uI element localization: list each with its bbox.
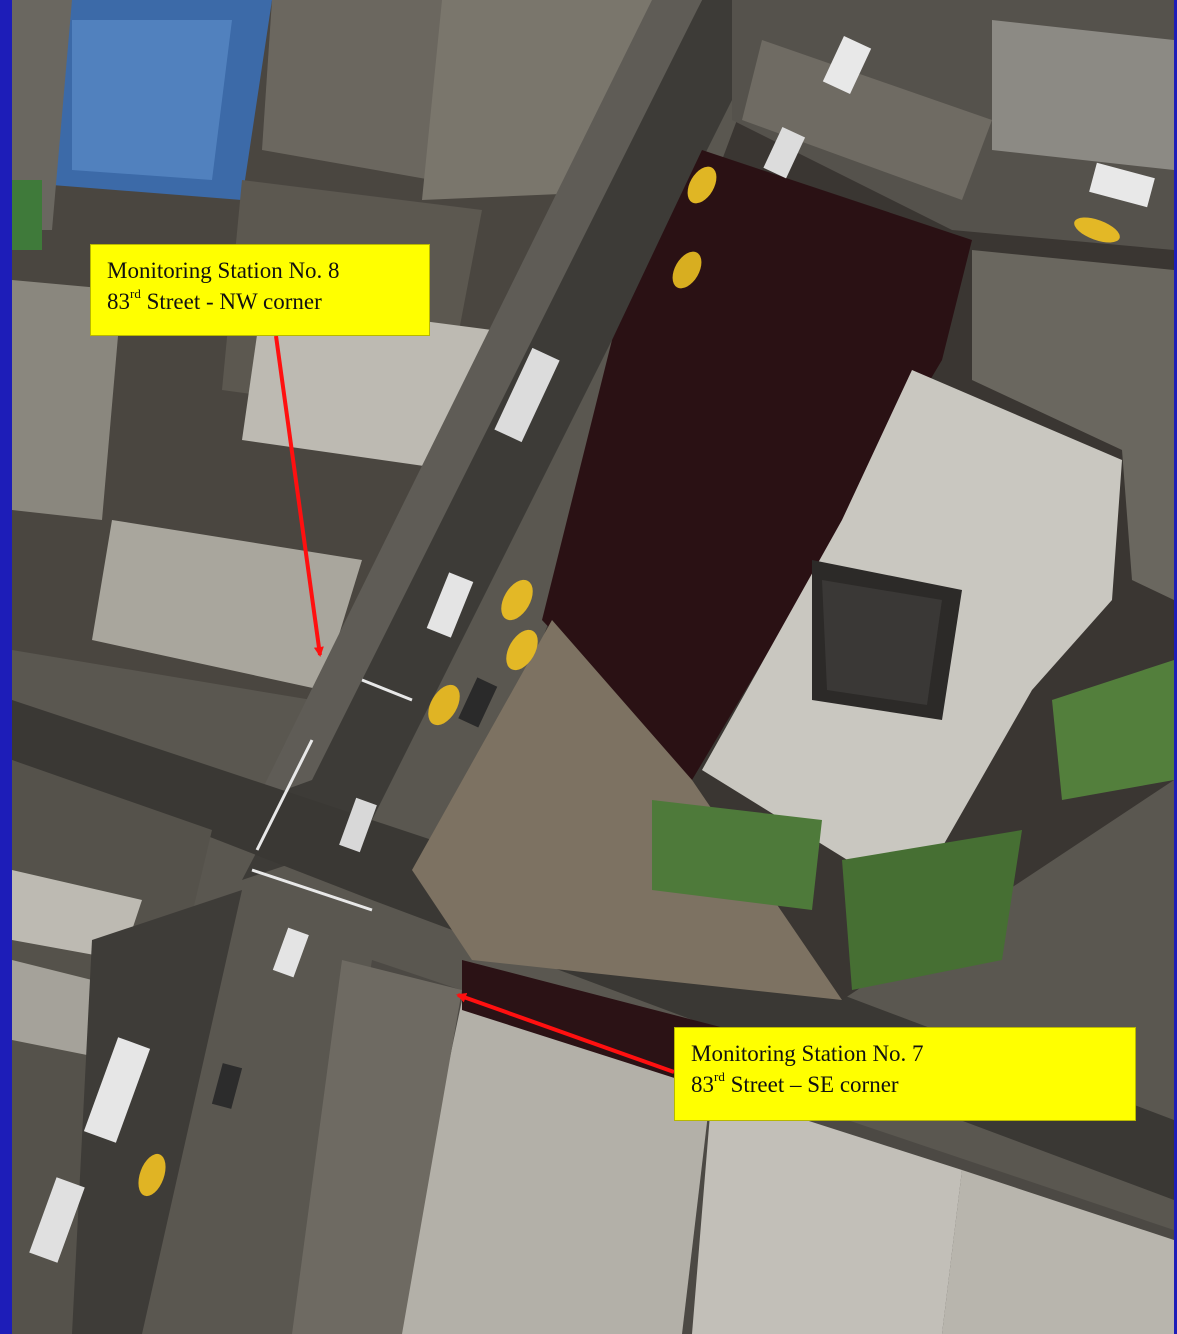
aerial-photo xyxy=(12,0,1174,1334)
callout-station-8: Monitoring Station No. 8 83rd Street - N… xyxy=(90,244,430,336)
callout-station-8-location: 83rd Street - NW corner xyxy=(107,286,322,314)
city-block-ne xyxy=(412,0,1174,1000)
callout-station-7-title: Monitoring Station No. 7 xyxy=(691,1041,924,1066)
callout-station-7-location: 83rd Street – SE corner xyxy=(691,1069,899,1097)
city-block-s xyxy=(292,960,1174,1334)
avenue xyxy=(242,0,782,880)
callout-station-7: Monitoring Station No. 7 83rd Street – S… xyxy=(674,1027,1136,1121)
crosswalk xyxy=(251,678,413,912)
callout-station-8-title: Monitoring Station No. 8 xyxy=(107,258,340,283)
vehicles xyxy=(29,36,1155,1263)
